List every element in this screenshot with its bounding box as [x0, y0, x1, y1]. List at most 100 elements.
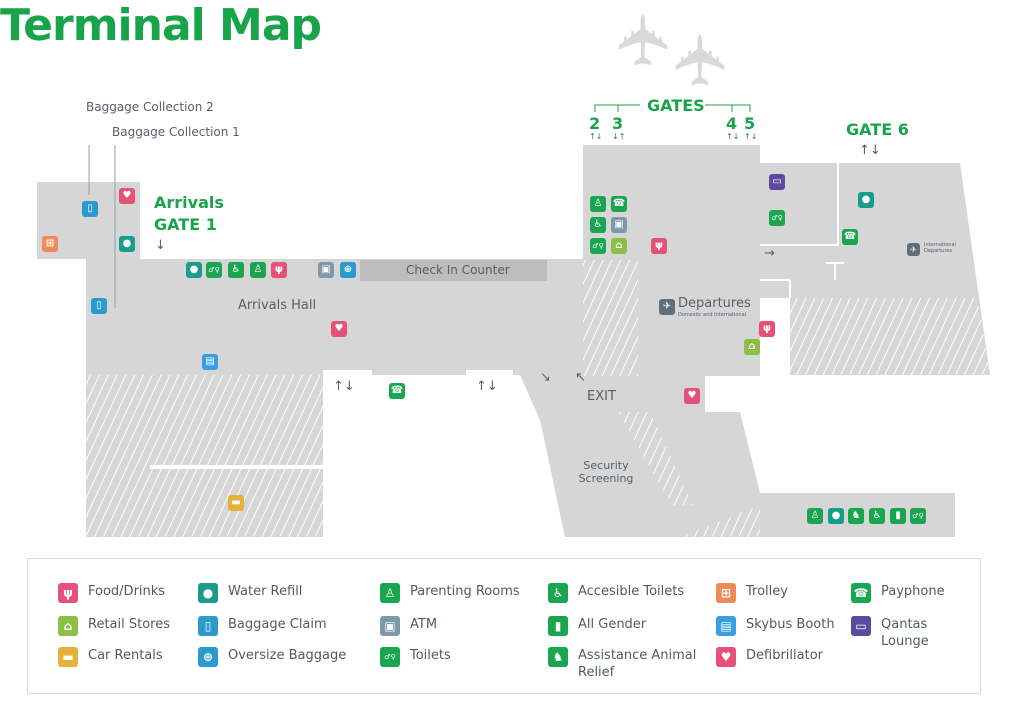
accessible-toilet-icon: ♿	[548, 583, 568, 603]
legend-label: Assistance Animal Relief	[578, 648, 697, 680]
trolley-icon: ⊞	[42, 236, 58, 252]
escalator-icon: ↑↓	[589, 132, 603, 141]
defibrillator-icon: ♥	[684, 388, 700, 404]
car-rental-icon: ▬	[228, 495, 244, 511]
legend-label: Toilets	[410, 648, 451, 663]
all-gender-icon: ▮	[890, 508, 906, 524]
baggage-collection-1-label: Baggage Collection 1	[112, 125, 240, 139]
gate-6-label: GATE 6	[846, 120, 909, 139]
payphone-icon: ☎	[611, 196, 627, 212]
food-icon: ψ	[58, 583, 78, 603]
assistance-animal-icon: ♞	[848, 508, 864, 524]
food-icon: ψ	[651, 238, 667, 254]
arrow-icon: ↘	[540, 370, 551, 385]
payphone-icon: ☎	[842, 229, 858, 245]
escalator-icon: ↑↓	[333, 379, 355, 394]
floor-plan	[37, 104, 990, 537]
escalator-icon: ↓↑	[612, 132, 626, 141]
toilets-icon: ♂♀	[590, 238, 606, 254]
legend-label: Oversize Baggage	[228, 648, 347, 663]
accessible-toilet-icon: ♿	[590, 217, 606, 233]
water-refill-icon: ●	[858, 192, 874, 208]
departures-subtitle: Domestic and International	[678, 312, 747, 318]
departures-label: Departures	[678, 296, 751, 311]
international-departures-label: International Departures	[924, 242, 956, 254]
gate-3-label: 3	[612, 114, 624, 133]
legend-item-defib: ♥Defibrillator	[716, 647, 871, 667]
legend-label: Skybus Booth	[746, 617, 835, 632]
legend-item-skybus: ▤ Skybus Booth	[716, 616, 871, 636]
defibrillator-icon: ♥	[331, 321, 347, 337]
qantas-lounge-icon: ▭	[769, 174, 785, 190]
qantas-lounge-icon: ▭	[851, 616, 871, 636]
baggage-claim-icon: ▯	[91, 298, 107, 314]
legend-item-food: ψ Food/Drinks	[58, 583, 213, 603]
legend-item-baggage: ▯ Baggage Claim	[198, 616, 353, 636]
legend-item-water: ●Water Refill	[198, 583, 353, 603]
legend: ψ Food/Drinks ⌂Retail Stores ▬ Car Rentals ●W…	[27, 558, 981, 694]
toilets-icon: ♂♀	[769, 210, 785, 226]
escalator-icon: ↑↓	[744, 132, 758, 141]
arrow-right-icon: →	[764, 246, 775, 261]
legend-item-retail: ⌂Retail Stores	[58, 616, 213, 636]
legend-label: Retail Stores	[88, 617, 170, 632]
legend-item-oversize: ⊕Oversize Baggage	[198, 647, 353, 667]
defibrillator-icon: ♥	[119, 188, 135, 204]
trolley-icon: ⊞	[716, 583, 736, 603]
parenting-room-icon: ♙	[380, 583, 400, 603]
legend-label: ATM	[410, 617, 438, 632]
legend-label: Qantas Lounge	[881, 617, 929, 649]
legend-item-animal: ♞ Assistance Animal Relief	[548, 647, 703, 681]
retail-icon: ⌂	[611, 238, 627, 254]
baggage-claim-icon: ▯	[198, 616, 218, 636]
legend-item-lounge: ▭ Qantas Lounge	[851, 616, 961, 650]
legend-item-car: ▬ Car Rentals	[58, 647, 213, 667]
skybus-icon: ▤	[716, 616, 736, 636]
legend-label: Food/Drinks	[88, 584, 166, 599]
retail-icon: ⌂	[744, 339, 760, 355]
legend-label: Car Rentals	[88, 648, 163, 663]
legend-item-accessible: ♿Accesible Toilets	[548, 583, 703, 603]
legend-label: Baggage Claim	[228, 617, 327, 632]
assistance-animal-icon: ♞	[548, 647, 568, 667]
page-title: Terminal Map	[0, 0, 322, 51]
legend-item-atm: ▣ATM	[380, 616, 535, 636]
legend-label: Payphone	[881, 584, 945, 599]
atm-icon: ▣	[611, 217, 627, 233]
legend-item-trolley: ⊞ Trolley	[716, 583, 871, 603]
parenting-room-icon: ♙	[250, 262, 266, 278]
parenting-room-icon: ♙	[807, 508, 823, 524]
legend-label: All Gender	[578, 617, 647, 632]
parenting-room-icon: ♙	[590, 196, 606, 212]
legend-item-toilets: ♂♀Toilets	[380, 647, 535, 667]
security-screening-label: Security Screening	[578, 459, 634, 485]
legend-item-payphone: ☎ Payphone	[851, 583, 961, 603]
legend-label: Parenting Rooms	[410, 584, 520, 599]
departures-icon: ✈	[907, 243, 920, 256]
food-icon: ψ	[759, 321, 775, 337]
check-in-counter-label: Check In Counter	[406, 263, 510, 277]
escalator-icon: ↑↓	[726, 132, 740, 141]
escalator-icon: ↑↓	[859, 143, 881, 158]
accessible-toilet-icon: ♿	[228, 262, 244, 278]
legend-label: Water Refill	[228, 584, 303, 599]
water-refill-icon: ●	[186, 262, 202, 278]
oversize-baggage-icon: ⊕	[340, 262, 356, 278]
gate-2-label: 2	[589, 114, 601, 133]
food-icon: ψ	[271, 262, 287, 278]
toilets-icon: ♂♀	[206, 262, 222, 278]
departures-icon: ✈	[659, 299, 675, 315]
exit-label: EXIT	[587, 389, 616, 404]
arrivals-label: Arrivals	[154, 193, 224, 212]
legend-label: Defibrillator	[746, 648, 823, 663]
water-refill-icon: ●	[828, 508, 844, 524]
skybus-icon: ▤	[202, 354, 218, 370]
toilets-icon: ♂♀	[910, 508, 926, 524]
baggage-collection-2-label: Baggage Collection 2	[86, 100, 214, 114]
legend-item-allgender: ▮All Gender	[548, 616, 703, 636]
payphone-icon: ☎	[851, 583, 871, 603]
legend-label: Trolley	[746, 584, 788, 599]
car-rental-icon: ▬	[58, 647, 78, 667]
gate-1-label: GATE 1	[154, 215, 217, 234]
baggage-claim-icon: ▯	[82, 201, 98, 217]
